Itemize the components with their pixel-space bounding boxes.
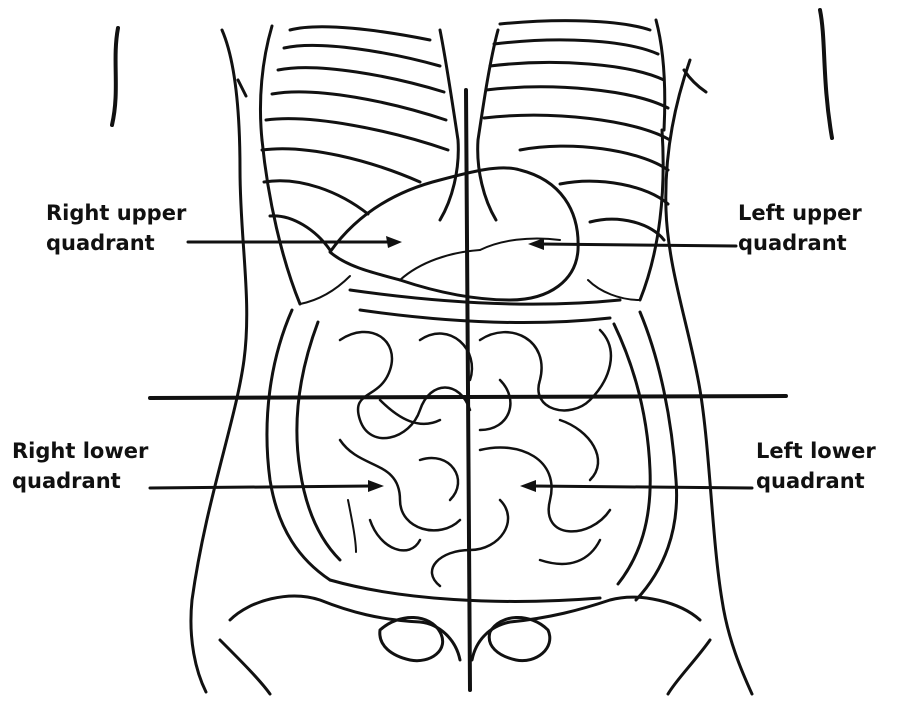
label-right-lower-line1: Right lower [12, 436, 148, 466]
pelvis [220, 596, 710, 694]
label-left-upper-line1: Left upper [738, 198, 862, 228]
label-right-lower-line2: quadrant [12, 466, 148, 496]
label-right-upper-line1: Right upper [46, 198, 186, 228]
horizontal-divider [150, 396, 786, 398]
large-intestine [267, 290, 677, 601]
label-right-lower-quadrant: Right lower quadrant [12, 436, 148, 496]
label-left-lower-line2: quadrant [756, 466, 876, 496]
pointer-right-upper [188, 236, 402, 248]
torso-outline [112, 10, 832, 694]
pointer-right-lower [150, 480, 384, 492]
pointer-left-lower [520, 480, 752, 492]
small-intestine [340, 330, 611, 586]
label-left-upper-line2: quadrant [738, 228, 862, 258]
label-right-upper-line2: quadrant [46, 228, 186, 258]
label-left-lower-quadrant: Left lower quadrant [756, 436, 876, 496]
label-left-lower-line1: Left lower [756, 436, 876, 466]
label-left-upper-quadrant: Left upper quadrant [738, 198, 862, 258]
left-rib-cage [478, 20, 670, 300]
label-right-upper-quadrant: Right upper quadrant [46, 198, 186, 258]
